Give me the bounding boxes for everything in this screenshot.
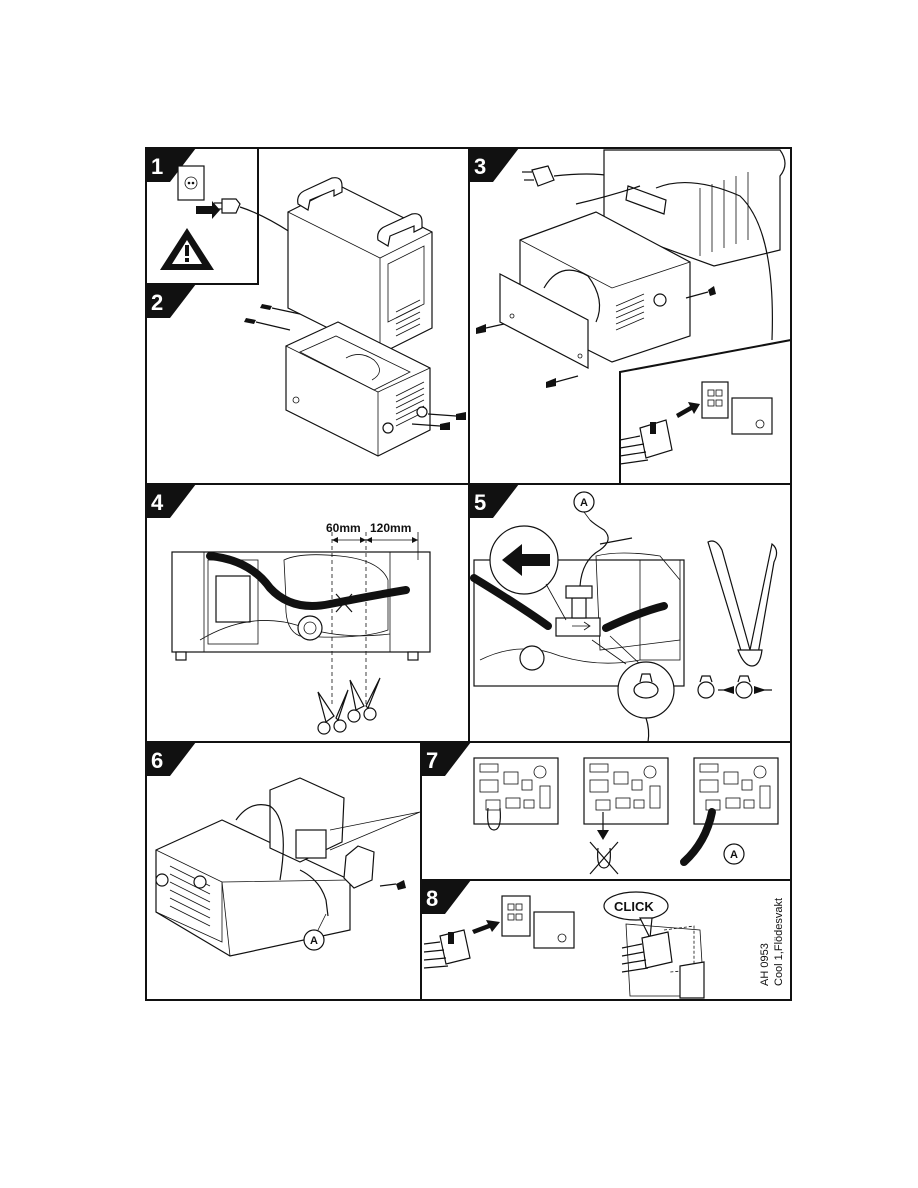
clamp-ring-crimped xyxy=(735,681,753,699)
step-tab-1: 1 xyxy=(146,148,196,182)
cut-mark-icon xyxy=(335,593,353,613)
side-cover xyxy=(499,273,589,369)
step-tab-3: 3 xyxy=(469,148,519,182)
arrow-left-icon xyxy=(502,544,550,576)
step-number: 2 xyxy=(151,290,163,315)
screw-icon xyxy=(685,286,716,299)
step-tab-5: 5 xyxy=(469,484,519,518)
clamp-ring xyxy=(697,681,715,699)
step-number: 7 xyxy=(426,748,438,773)
circuit-board-2 xyxy=(583,757,669,875)
step-tab-4: 4 xyxy=(146,484,196,518)
click-speech-bubble: CLICK xyxy=(603,891,669,941)
handle xyxy=(297,177,343,211)
socket-cover xyxy=(343,845,375,889)
screw-icon xyxy=(244,318,291,331)
screw-icon xyxy=(546,375,579,388)
step-tab-2: 2 xyxy=(146,284,196,318)
plug-icon xyxy=(522,165,613,187)
screw-icon xyxy=(427,412,466,420)
screw-icon xyxy=(411,422,450,430)
warning-icon xyxy=(160,228,214,270)
step-number: 6 xyxy=(151,748,163,773)
arrow-icon xyxy=(472,920,500,934)
svg-text:A: A xyxy=(730,849,738,861)
dimension-60mm: 60mm xyxy=(326,521,361,535)
step-tab-8: 8 xyxy=(421,880,471,914)
step-number: 4 xyxy=(151,490,164,515)
scissors-icon xyxy=(317,689,349,735)
callout-a xyxy=(723,843,745,865)
connector-plug xyxy=(639,419,673,459)
document-code: AH 0953 Cool 1,Flödesvakt xyxy=(759,898,785,986)
arrow-right-icon xyxy=(196,201,220,219)
step-number: 1 xyxy=(151,154,163,179)
panel-socket xyxy=(701,381,729,419)
svg-text:A: A xyxy=(580,497,588,509)
callout-a xyxy=(303,929,325,951)
connector-plug xyxy=(439,929,471,965)
arrow-icon xyxy=(676,402,700,418)
panel-1-unplug xyxy=(160,165,291,270)
panel-6-cable-routing: A xyxy=(155,777,421,957)
panel-3-open-unit xyxy=(476,149,792,485)
dimension-120mm: 120mm xyxy=(370,521,411,535)
vent-slots xyxy=(615,293,645,331)
cross-out-icon xyxy=(589,841,619,875)
doc-name: Cool 1,Flödesvakt xyxy=(773,898,785,986)
wall-socket xyxy=(177,165,205,201)
pump xyxy=(297,615,323,641)
vent-slots xyxy=(395,381,425,427)
screw-icon xyxy=(260,304,301,315)
cover-plate xyxy=(533,911,575,949)
step-number: 8 xyxy=(426,886,438,911)
panel-5-install-switch: A xyxy=(470,491,778,743)
panel-8-reconnect: CLICK xyxy=(423,891,705,999)
step-tab-6: 6 xyxy=(146,742,196,776)
svg-text:CLICK: CLICK xyxy=(614,899,654,914)
flow-switch xyxy=(555,617,601,637)
circuit-board-3: A xyxy=(680,757,779,866)
step-number: 3 xyxy=(474,154,486,179)
vent-slots xyxy=(395,299,421,337)
step-number: 5 xyxy=(474,490,486,515)
step-tab-7: 7 xyxy=(421,742,471,776)
screw-icon xyxy=(379,880,406,890)
doc-code: AH 0953 xyxy=(759,943,771,986)
scissors-icon xyxy=(347,677,381,723)
panel-7-circuit-boards: A xyxy=(473,757,779,875)
panel-4-cut-hose: 60mm 120mm xyxy=(171,521,431,735)
cooling-unit-illustration xyxy=(244,304,466,457)
power-source-illustration xyxy=(287,177,433,366)
svg-text:A: A xyxy=(310,935,318,947)
pincers-icon xyxy=(707,540,778,667)
screw-icon xyxy=(476,323,505,334)
circuit-board-1 xyxy=(473,757,559,831)
cover-plate xyxy=(731,397,773,435)
handle xyxy=(377,213,423,247)
flow-switch-module xyxy=(295,829,327,859)
